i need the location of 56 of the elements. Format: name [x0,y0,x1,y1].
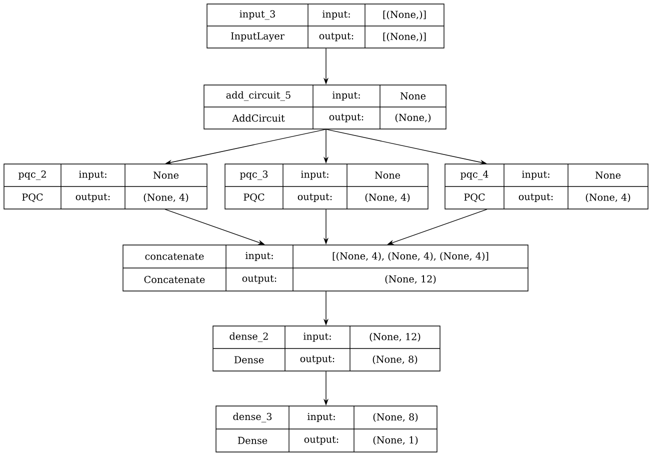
shape-value: [(None, 4), (None, 4), (None, 4)] [332,252,488,261]
shape-value: (None, 8) [372,355,418,364]
shape-value: [(None,)] [383,10,426,20]
shape-value: None [400,92,426,100]
layer-name: concatenate [145,253,204,260]
layer-name: input_3 [240,10,275,20]
port-label: output: [242,275,276,284]
layer-type: PQC [464,193,485,202]
shape-value: (None,) [395,114,431,122]
layer-name: pqc_3 [240,170,268,180]
shape-value: (None, 8) [373,413,418,422]
layer-type: Dense [234,356,264,364]
port-label: input: [322,10,350,20]
port-label: input: [246,252,273,262]
layer-table [224,164,428,210]
layer-table [122,244,528,292]
layer-name: pqc_2 [18,170,46,180]
shape-value: None [153,172,179,179]
port-label: input: [304,332,331,342]
port-label: input: [332,91,360,101]
port-label: output: [518,194,553,202]
port-label: output: [76,194,110,202]
shape-value: [(None,)] [383,32,426,42]
shape-value: None [595,172,621,179]
layer-table [216,406,438,452]
layer-type: InputLayer [231,32,284,42]
port-label: input: [301,170,328,180]
port-label: output: [298,194,332,202]
layer-type: PQC [244,193,264,202]
port-label: input: [79,170,106,180]
layer-name: dense_2 [230,332,268,342]
shape-value: (None, 4) [144,193,188,202]
shape-value: (None, 4) [365,193,410,202]
layer-table [204,84,446,130]
port-label: output: [329,114,364,122]
shape-value: (None, 12) [385,275,436,284]
shape-value: (None, 12) [370,332,420,342]
layer-table [444,164,648,210]
layer-type: Concatenate [144,276,205,284]
layer-table [4,164,208,210]
layer-type: PQC [22,193,43,202]
shape-value: None [374,172,400,179]
layer-name: pqc_4 [460,170,488,180]
port-label: input: [308,412,335,422]
port-label: output: [319,32,354,42]
port-label: output: [304,436,338,445]
layer-type: Dense [238,436,268,444]
port-label: output: [300,356,334,364]
layer-table [206,4,444,48]
layer-name: dense_3 [233,412,272,422]
layer-name: add_circuit_5 [226,91,290,101]
shape-value: (None, 4) [586,193,630,202]
layer-table [212,326,440,372]
shape-value: (None, 1) [373,436,418,445]
layer-type: AddCircuit [232,114,285,122]
port-label: input: [522,170,550,180]
